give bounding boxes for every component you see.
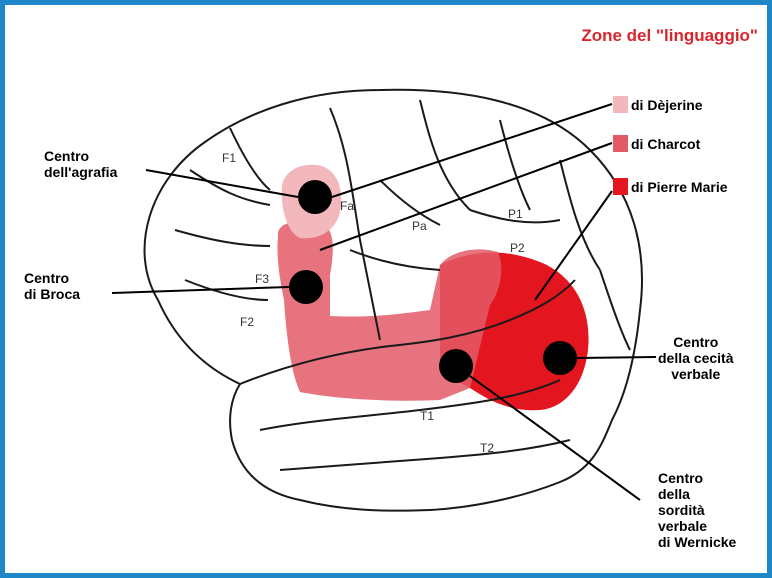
legend-label-pierre-marie: di Pierre Marie: [631, 179, 728, 195]
legend-item-charcot: di Charcot: [613, 135, 700, 152]
legend-item-pierre-marie: di Pierre Marie: [613, 178, 728, 195]
center-broca: [289, 270, 323, 304]
legend-swatch-pierre-marie: [613, 178, 628, 195]
callout-wernicke: Centro della sordità verbale di Wernicke: [658, 470, 736, 550]
callout-broca-line-2: di Broca: [24, 286, 80, 302]
label-t1: T1: [420, 409, 434, 423]
callout-wernicke-line-3: sordità: [658, 502, 736, 518]
leader-dejerine: [332, 104, 612, 197]
callout-cecita-line-1: Centro: [658, 334, 734, 350]
leader-cecita: [577, 357, 656, 358]
label-f3: F3: [255, 272, 269, 286]
callout-wernicke-line-2: della: [658, 486, 736, 502]
callout-broca: Centro di Broca: [24, 270, 80, 302]
legend-swatch-dejerine: [613, 96, 628, 113]
diagram-title: Zone del "linguaggio": [581, 26, 758, 46]
callout-broca-line-1: Centro: [24, 270, 80, 286]
label-p2: P2: [510, 241, 525, 255]
legend-label-dejerine: di Dèjerine: [631, 97, 703, 113]
center-wernicke: [439, 349, 473, 383]
callout-agrafia-line-1: Centro: [44, 148, 117, 164]
callout-cecita: Centro della cecità verbale: [658, 334, 734, 382]
legend-swatch-charcot: [613, 135, 628, 152]
callout-wernicke-line-5: di Wernicke: [658, 534, 736, 550]
label-t2: T2: [480, 441, 494, 455]
leader-agrafia: [146, 170, 298, 197]
callout-cecita-line-2: della cecità: [658, 350, 734, 366]
legend-item-dejerine: di Dèjerine: [613, 96, 703, 113]
label-fa: Fa: [340, 199, 354, 213]
center-cecita: [543, 341, 577, 375]
callout-agrafia: Centro dell'agrafia: [44, 148, 117, 180]
label-f1: F1: [222, 151, 236, 165]
callout-wernicke-line-4: verbale: [658, 518, 736, 534]
center-agrafia: [298, 180, 332, 214]
label-f2: F2: [240, 315, 254, 329]
legend-label-charcot: di Charcot: [631, 136, 700, 152]
label-p1: P1: [508, 207, 523, 221]
label-pa: Pa: [412, 219, 427, 233]
leader-broca: [112, 287, 289, 293]
callout-cecita-line-3: verbale: [658, 366, 734, 382]
callout-wernicke-line-1: Centro: [658, 470, 736, 486]
leader-charcot: [320, 143, 612, 250]
callout-agrafia-line-2: dell'agrafia: [44, 164, 117, 180]
